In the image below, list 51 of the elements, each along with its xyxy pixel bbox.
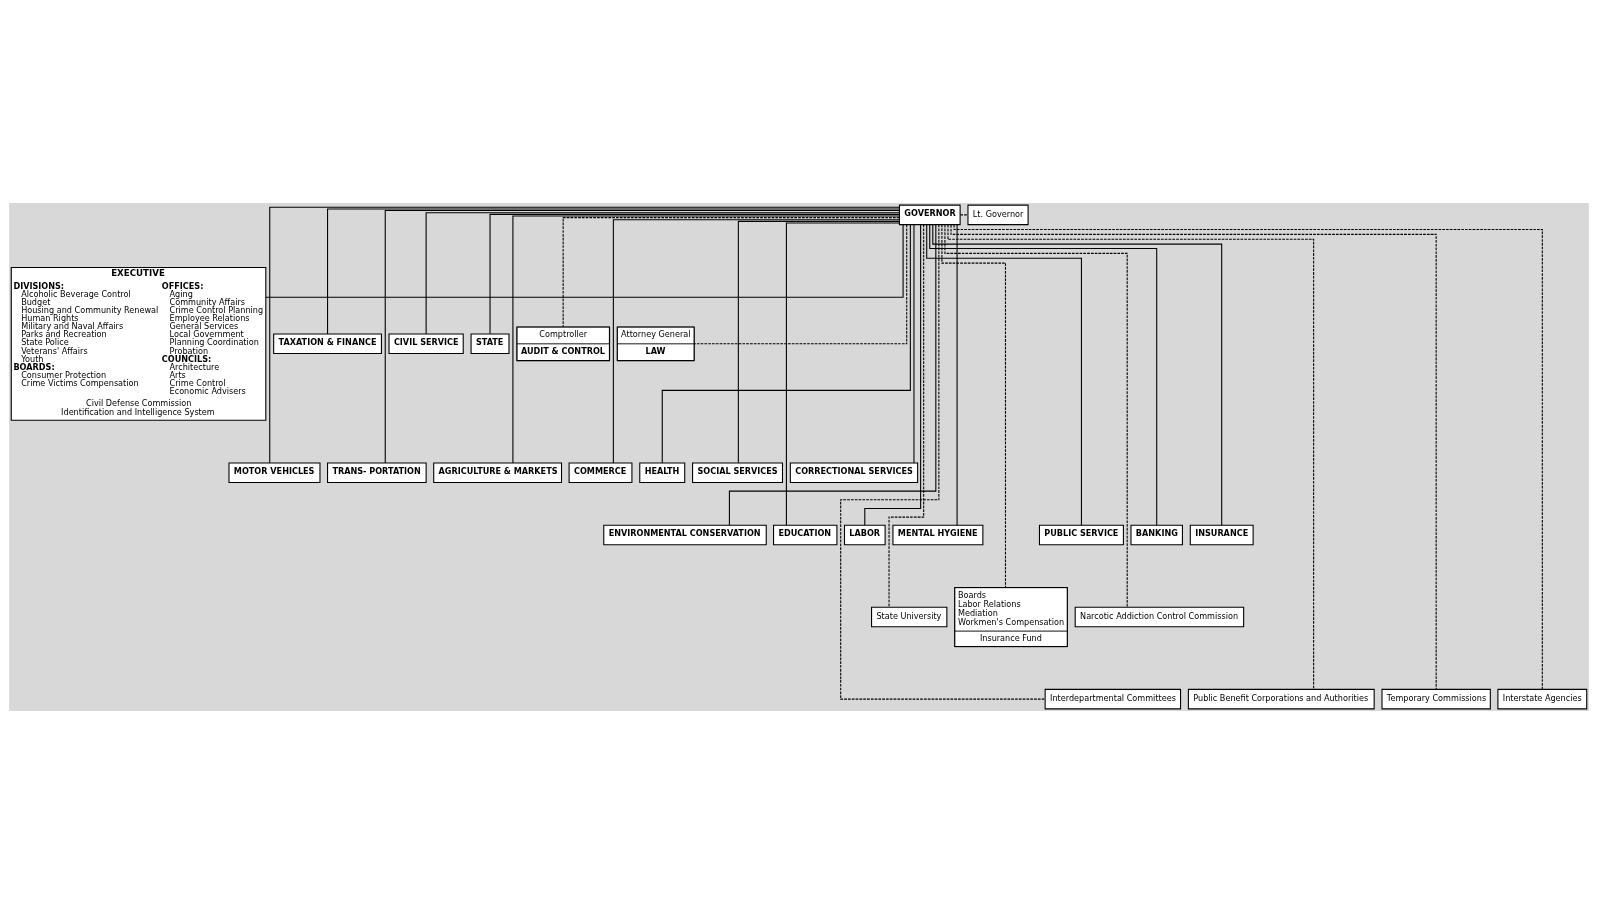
connector [693, 223, 908, 344]
node-box: EXECUTIVE DIVISIONS: Alcoholic Beverage Control Budget Housing and Community Renewal Human Rights Military and Naval Affairs Parks and Recreation State Police Veterans' Affairs Youth BOARDS: Consumer Protection Crime Victims Compensation OFFICES: Aging Community Affairs Crime Control Planning Employee Relations General Services Local Government Planning Coordination Probation COUNCILS: Architecture Arts Crime Control Economic Advisers Civil Defense Commission Identification and Intelligence System [10, 266, 267, 421]
node-box: ENVIRONMENTAL CONSERVATION [603, 524, 767, 545]
connector [926, 223, 1082, 526]
connector [562, 216, 900, 327]
connector [737, 220, 900, 463]
node-box: STATE [470, 333, 510, 354]
connector [944, 223, 1128, 608]
connector [864, 223, 922, 526]
node-box: HEALTH [639, 461, 686, 483]
node-box: Public Benefit Corporations and Authorities [1187, 688, 1375, 709]
connector [929, 223, 1158, 526]
connector [384, 209, 900, 463]
connector [913, 223, 915, 463]
connector [953, 223, 1543, 690]
node-box: INSURANCE [1189, 524, 1254, 545]
node-box: Interstate Agencies [1497, 688, 1588, 709]
connector [661, 223, 911, 463]
connector [888, 223, 925, 608]
node-box: EDUCATION [773, 524, 838, 545]
node-box: Temporary Commissions [1381, 688, 1491, 709]
node-box: CIVIL SERVICE [388, 333, 464, 354]
node-box: MOTOR VEHICLES [228, 461, 321, 483]
connector [728, 223, 937, 526]
node-box: CORRECTIONAL SERVICES [789, 461, 919, 483]
node-box: TAXATION & FINANCE [273, 333, 382, 354]
node-box: TRANS- PORTATION [327, 461, 427, 483]
node-box: State University [871, 606, 948, 627]
node-box: Narcotic Addiction Control Commission [1074, 606, 1245, 627]
connector [327, 207, 900, 334]
connector [941, 223, 1006, 588]
connector [950, 223, 1437, 690]
node-box: BANKING [1130, 524, 1183, 545]
node-box: MENTAL HYGIENE [892, 524, 984, 545]
node-box: AGRICULTURE & MARKETS [433, 461, 563, 483]
node-box: SOCIAL SERVICES [692, 461, 783, 483]
node-box: PUBLIC SERVICE [1038, 524, 1124, 545]
connector [512, 214, 900, 463]
connector [269, 206, 900, 463]
connector [932, 223, 1223, 526]
connector [612, 218, 900, 463]
connector [785, 222, 900, 526]
node-box: GOVERNOR [898, 204, 961, 225]
connector [947, 223, 1315, 690]
node-box: LABOR [843, 524, 886, 545]
node-box: Lt. Governor [967, 204, 1029, 225]
connector [956, 223, 958, 526]
node-box: Interdepartmental Committees [1044, 688, 1182, 709]
node-box: COMMERCE [568, 461, 633, 483]
connector [959, 213, 969, 215]
connector [265, 223, 904, 298]
